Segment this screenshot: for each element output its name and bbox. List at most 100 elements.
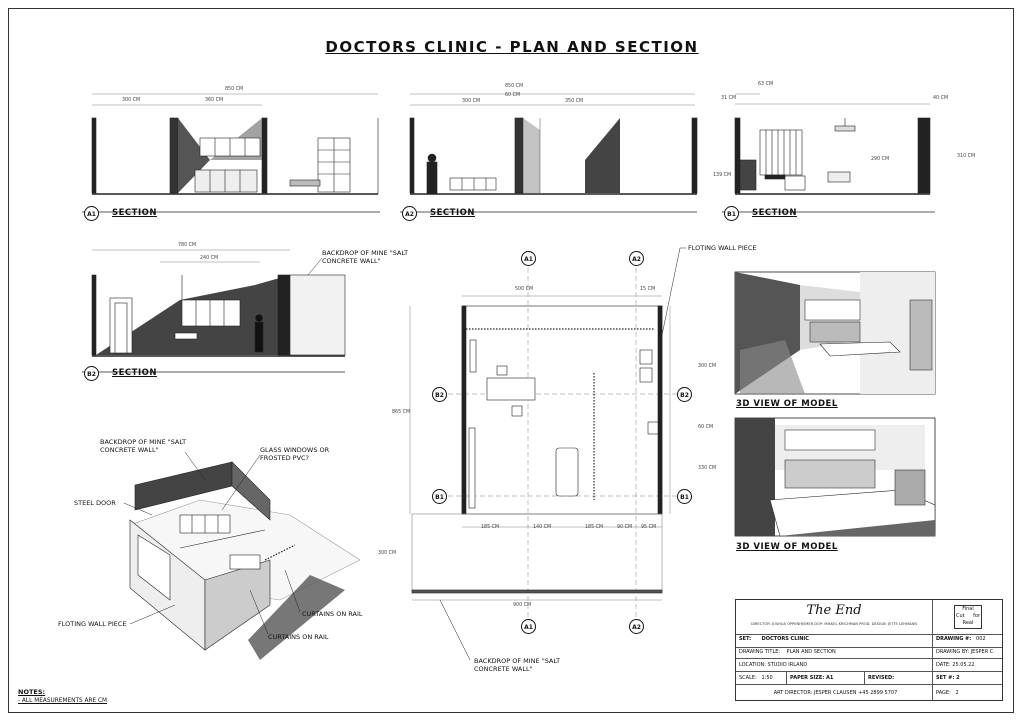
tb-drawing-no-cell: DRAWING #: 002 (932, 635, 1004, 647)
tb-drawing-title-cell: DRAWING TITLE: PLAN AND SECTION (736, 648, 932, 658)
tb-set-cell: SET: DOCTORS CLINIC (736, 635, 932, 647)
3d-view-2-label: 3D VIEW OF MODEL (736, 542, 838, 552)
plan-dim-bottom-2: 140 CM (533, 525, 552, 530)
section-a1-label: SECTION (112, 208, 157, 218)
tb-page-value: 2 (955, 690, 959, 696)
tb-row-set: SET: DOCTORS CLINIC DRAWING #: 002 (736, 634, 1002, 647)
final-cut-stamp: Final Cut for Real (932, 600, 1003, 634)
tb-row-scale: SCALE: 1:50 PAPER SIZE: A1 REVISED: SET … (736, 671, 1002, 684)
stamp-line-4: Real (962, 620, 974, 626)
tb-date: DATE: 25.05.22 (932, 659, 1004, 671)
plan-marker-a1-bottom: A1 (521, 619, 536, 634)
tb-location: LOCATION: STUDIO IRLAND (739, 662, 808, 668)
credits-line: DIRECTOR: JOSHUA OPPENHEIMER DOP: MIKKEL… (751, 622, 917, 626)
annotation-curtains-2: CURTAINS ON RAIL (268, 633, 329, 641)
plan-dim-bottom-3: 185 CM (585, 525, 604, 530)
stamp-line-3: for (973, 613, 980, 619)
tb-row-art-director: ART DIRECTOR: JESPER CLAUSEN +45 2899 57… (736, 684, 1002, 701)
section-b2-label: SECTION (112, 368, 157, 378)
tb-revised: REVISED: (864, 672, 932, 684)
notes-line-1: - ALL MEASUREMENTS ARE CM (18, 698, 108, 704)
3d-view-1-image (734, 271, 936, 395)
tb-scale-value: 1:50 (761, 675, 773, 681)
dim-a2-left: 300 CM (462, 99, 481, 104)
plan-dim-top-width: 500 CM (515, 287, 534, 292)
section-b2-marker: B2 (84, 366, 99, 381)
tb-page-label: PAGE: (936, 690, 951, 696)
annotation-backdrop-iso: BACKDROP OF MINE "SALT CONCRETE WALL" (100, 438, 187, 454)
plan-marker-a2-bottom: A2 (629, 619, 644, 634)
dim-b2-mid: 240 CM (200, 256, 219, 261)
annotation-floting-wall-top: FLOTING WALL PIECE (688, 244, 757, 252)
section-b2-drawing (82, 249, 346, 373)
plan-dim-top-right: 15 CM (640, 287, 656, 292)
plan-marker-b2-right: B2 (677, 387, 692, 402)
tb-scale-cell: SCALE: 1:50 (736, 672, 786, 684)
tb-drawing-title-label: DRAWING TITLE: (739, 649, 781, 655)
dim-a1-total: 850 CM (225, 87, 244, 92)
production-logo: The End (806, 603, 862, 618)
annotation-floting-wall-iso: FLOTING WALL PIECE (58, 620, 127, 628)
tb-row-title: DRAWING TITLE: PLAN AND SECTION DRAWING … (736, 647, 1002, 658)
section-a1-marker: A1 (84, 206, 99, 221)
tb-set-label: SET: (739, 636, 752, 642)
section-a2-marker: A2 (402, 206, 417, 221)
tb-art-director: ART DIRECTOR: JESPER CLAUSEN +45 2899 57… (773, 690, 898, 696)
title-block: The End DIRECTOR: JOSHUA OPPENHEIMER DOP… (735, 599, 1003, 701)
plan-dim-right-1: 300 CM (698, 364, 717, 369)
dim-b1-left: 31 CM (721, 96, 737, 101)
3d-view-2-image (734, 417, 936, 537)
dim-b2-total: 780 CM (178, 243, 197, 248)
dim-a2-total: 850 CM (505, 84, 524, 89)
plan-marker-a1-top: A1 (521, 251, 536, 266)
section-a1-drawing (82, 93, 380, 213)
tb-drawing-no-value: 002 (976, 636, 986, 642)
dim-a2-right: 350 CM (565, 99, 584, 104)
section-b1-drawing (722, 93, 935, 213)
notes-block: NOTES: - ALL MEASUREMENTS ARE CM (18, 688, 107, 704)
tb-row-location: LOCATION: STUDIO IRLAND DATE: 25.05.22 (736, 658, 1002, 671)
floor-plan-drawing (409, 268, 685, 625)
tb-set-no: SET #: 2 (932, 672, 1004, 684)
drawing-title: DOCTORS CLINIC - PLAN AND SECTION (325, 38, 699, 56)
tb-drawing-title-value: PLAN AND SECTION (786, 649, 836, 655)
dim-b1-total-height: 310 CM (957, 154, 976, 159)
tb-paper-size: PAPER SIZE: A1 (786, 672, 864, 684)
tb-scale-label: SCALE: (739, 675, 757, 681)
stamp-line-2: Cut (956, 613, 965, 619)
annotation-steel-door: STEEL DOOR (74, 499, 116, 507)
3d-view-1-label: 3D VIEW OF MODEL (736, 399, 838, 409)
section-b1-label: SECTION (752, 208, 797, 218)
plan-dim-right-2: 60 CM (698, 425, 714, 430)
plan-dim-bottom-5: 95 CM (641, 525, 657, 530)
dim-a2-small: 60 CM (505, 93, 521, 98)
stamp-line-1: Final (962, 606, 974, 612)
dim-a1-mid: 360 CM (205, 98, 224, 103)
plan-marker-b1-right: B1 (677, 489, 692, 504)
plan-dim-bottom-1: 185 CM (481, 525, 500, 530)
tb-set-value: DOCTORS CLINIC (761, 636, 809, 642)
dim-b1-top: 63 CM (758, 82, 774, 87)
dim-b1-height: 290 CM (871, 157, 890, 162)
plan-dim-left-height: 865 CM (392, 410, 411, 415)
dim-a1-left: 300 CM (122, 98, 141, 103)
section-a2-label: SECTION (430, 208, 475, 218)
dim-b1-right: 40 CM (933, 96, 949, 101)
annotation-glass-windows: GLASS WINDOWS OR FROSTED PVC? (260, 446, 330, 462)
plan-dim-right-3: 330 CM (698, 466, 717, 471)
annotation-backdrop-bottom: BACKDROP OF MINE "SALT CONCRETE WALL" (474, 657, 561, 673)
final-cut-stamp-box: Final Cut for Real (954, 605, 982, 629)
tb-page-cell: PAGE: 2 (932, 685, 1004, 701)
section-b1-marker: B1 (724, 206, 739, 221)
notes-heading: NOTES: (18, 688, 46, 696)
plan-marker-b2-left: B2 (432, 387, 447, 402)
section-a2-drawing (400, 93, 698, 213)
tb-drawing-no-label: DRAWING #: (936, 636, 972, 642)
annotation-curtains-1: CURTAINS ON RAIL (302, 610, 363, 618)
plan-dim-bottom-4: 90 CM (617, 525, 633, 530)
tb-drawing-by: DRAWING BY: JESPER C. (932, 648, 1004, 658)
plan-marker-a2-top: A2 (629, 251, 644, 266)
plan-dim-bottom-width: 900 CM (513, 603, 532, 608)
drawing-frame (8, 8, 1014, 713)
plan-dim-left-lower: 300 CM (378, 551, 397, 556)
